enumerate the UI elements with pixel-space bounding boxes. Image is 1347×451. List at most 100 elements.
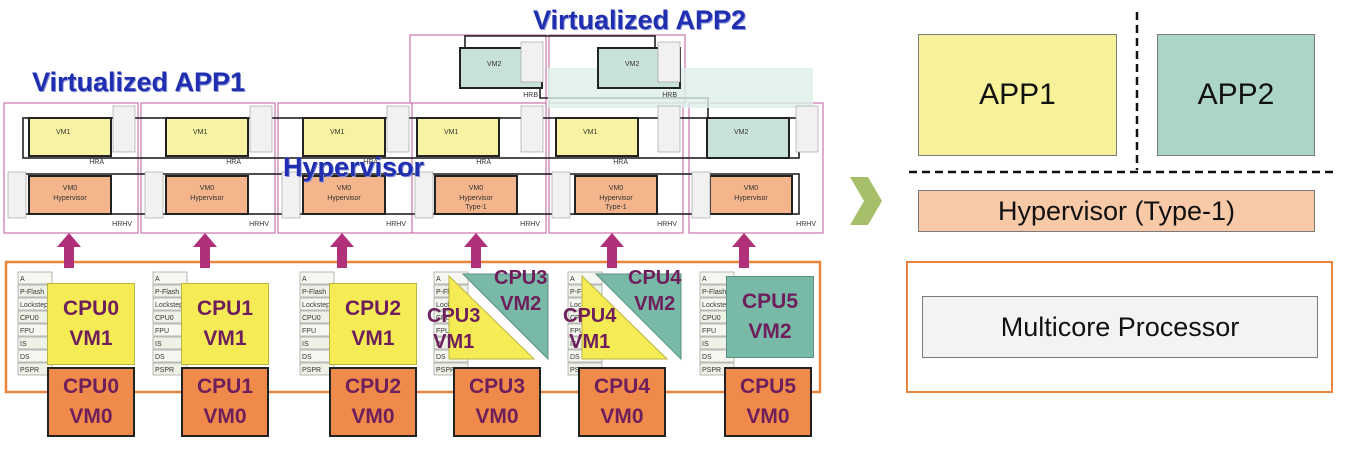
core-register-label: Lockstep [155,302,183,309]
core-register-label: CPU0 [702,315,721,322]
cpu3-vm1-triangle [448,274,536,360]
core-register-label: A [702,276,707,283]
core-register-label: CPU0 [436,315,455,322]
arrow-up-icon [600,233,624,247]
thumb-vm0-label: VM0 [63,185,78,192]
thumb-vm1-label: VM1 [56,129,71,136]
core-register-label: FPU [155,328,169,335]
thumb-vm1-label: VM1 [583,129,598,136]
core-register-label: CPU0 [302,315,321,322]
arrow-up-icon [732,233,756,247]
vm1-thumbnails [28,117,639,157]
core-register-label: P-Flash [302,289,326,296]
thumb-vm1-label: VM1 [444,129,459,136]
thumb-hra-label: HRA [363,159,378,166]
thumb-hrhv-label: HRHV [386,221,406,228]
partition-dividers [909,12,1333,174]
thumb-type1-label: Type-1 [465,204,487,211]
thumb-hypervisor-label: Hypervisor [599,195,633,202]
cpu-label: CPU5 [739,375,797,398]
core-register-label: P-Flash [436,289,460,296]
thumb-hypervisor-label: Hypervisor [327,195,361,202]
core-register-label: DS [155,354,165,361]
vm-label: VM0 [69,405,113,428]
thumb-vm0-label: VM0 [744,185,759,192]
thumb-hrb-label: HRB [523,92,538,99]
thumb-hrb-label: HRB [662,92,677,99]
core-register-label: PSPR [20,367,39,374]
thumb-hypervisor-label: Hypervisor [459,195,493,202]
cpu1-vm0-box: CPU1 VM0 [181,367,269,437]
core-register-label: A [570,276,575,283]
core-register-label: IS [436,341,443,348]
core-register-label: CPU0 [155,315,174,322]
thumb-hra-label: HRA [476,159,491,166]
hypervisor-type1-box: Hypervisor (Type-1) [918,190,1315,232]
thumb-hrhv-label: HRHV [249,221,269,228]
thumb-vm2-label: VM2 [625,61,640,68]
cpu4-vm2-triangle [594,273,682,361]
core-register-label: FPU [702,328,716,335]
cpu0-vm1-box: CPU0 VM1 [47,283,135,365]
core-register-label: A [302,276,307,283]
core-register-label: IS [302,341,309,348]
core-register-label: FPU [570,328,584,335]
vm-label: VM1 [69,327,113,350]
core-register-label: FPU [302,328,316,335]
core-register-label: A [155,276,160,283]
vm0-thumbnails [28,175,793,215]
vm-label: VM0 [600,405,644,428]
arrow-shaft [337,246,347,268]
cpu-label: CPU2 [344,297,402,320]
cpu3-vm1-label: CPU3 VM1 [427,305,481,353]
core-register-cell [299,271,335,285]
core-register-label: DS [702,354,712,361]
cpu4-vm2-label: CPU4 VM2 [628,267,682,315]
cpu3-vm2-label: CPU3 VM2 [494,267,548,315]
cpu3-vm2-triangle [461,273,549,361]
cpu4-split-core [581,273,682,361]
core-register-label: CPU0 [570,315,589,322]
app2-box: APP2 [1157,34,1315,156]
vm-label: VM0 [475,405,519,428]
vm-label: VM1 [351,327,395,350]
core-register-label: Lockstep [20,302,48,309]
cpu3-split-core [448,273,549,361]
arrow-up-icon [57,233,81,247]
core-register-label: CPU0 [20,315,39,322]
core-register-label: A [436,276,441,283]
arrow-shaft [607,246,617,268]
vm-label: VM1 [203,327,247,350]
vm-label: VM0 [203,405,247,428]
cpu-label: CPU3 [468,375,526,398]
thumbnail-side-panels [7,41,819,219]
core-register-label: IS [20,341,27,348]
thumb-hra-label: HRA [613,159,628,166]
transition-arrow-icon [850,177,882,225]
core-register-label: P-Flash [20,289,44,296]
thumb-vm1-label: VM1 [193,129,208,136]
thumb-hrhv-label: HRHV [657,221,677,228]
cpu0-vm0-box: CPU0 VM0 [47,367,135,437]
thumb-vm2-label: VM2 [734,129,749,136]
core-register-cell [152,271,188,285]
core-register-label: PSPR [436,367,455,374]
thumb-vm2-label: VM2 [487,61,502,68]
thumb-hypervisor-label: Hypervisor [190,195,224,202]
app1-box: APP1 [918,34,1117,156]
cpu-label: CPU1 [196,375,254,398]
cpu2-vm1-box: CPU2 VM1 [329,283,417,365]
thumb-vm1-label: VM1 [330,129,345,136]
cpu4-vm0-box: CPU4 VM0 [578,367,666,437]
core-register-cell [17,271,53,285]
vm-label: VM0 [351,405,395,428]
core-register-label: P-Flash [702,289,726,296]
vm-label: VM0 [746,405,790,428]
core-register-label: DS [20,354,30,361]
core-register-label: Lockstep [702,302,730,309]
cpu1-vm1-box: CPU1 VM1 [181,283,269,365]
virtualized-app2-title: Virtualized APP2 [533,5,747,35]
core-register-label: IS [570,341,577,348]
